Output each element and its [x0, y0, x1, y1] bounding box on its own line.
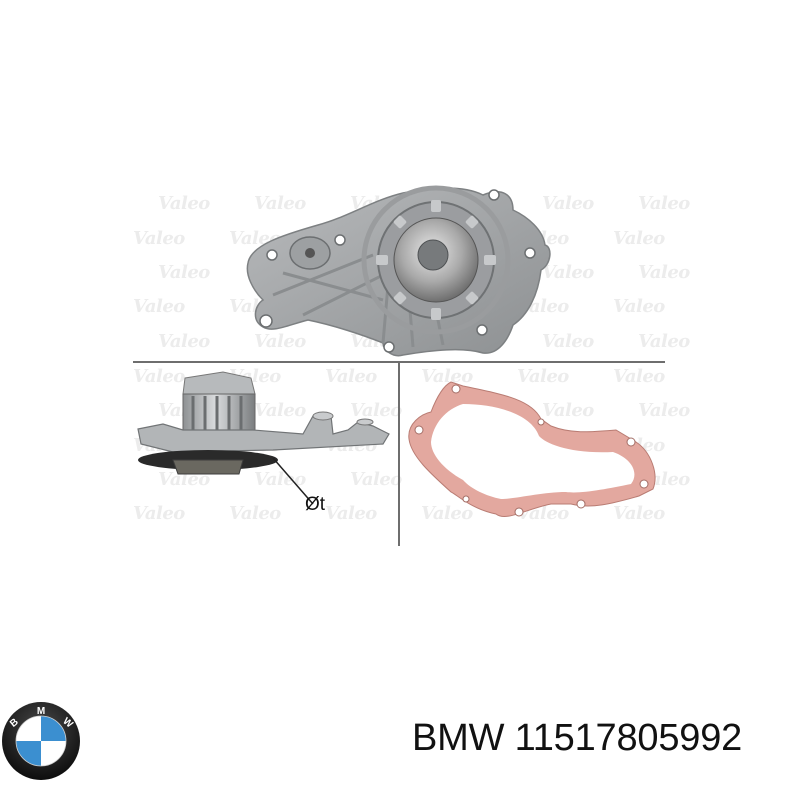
water-pump-front-illustration	[246, 185, 551, 357]
product-caption: BMW 11517805992	[412, 717, 743, 759]
bmw-logo-icon: M B W	[1, 701, 81, 781]
gasket-illustration	[408, 381, 656, 518]
vertical-divider	[398, 362, 400, 546]
svg-text:M: M	[37, 706, 45, 717]
water-pump-side-image: Øt	[133, 364, 398, 546]
water-pump-front-image	[133, 175, 665, 362]
water-pump-side-illustration	[137, 371, 390, 505]
gasket-image	[401, 364, 665, 546]
dimension-label: Øt	[305, 494, 326, 515]
